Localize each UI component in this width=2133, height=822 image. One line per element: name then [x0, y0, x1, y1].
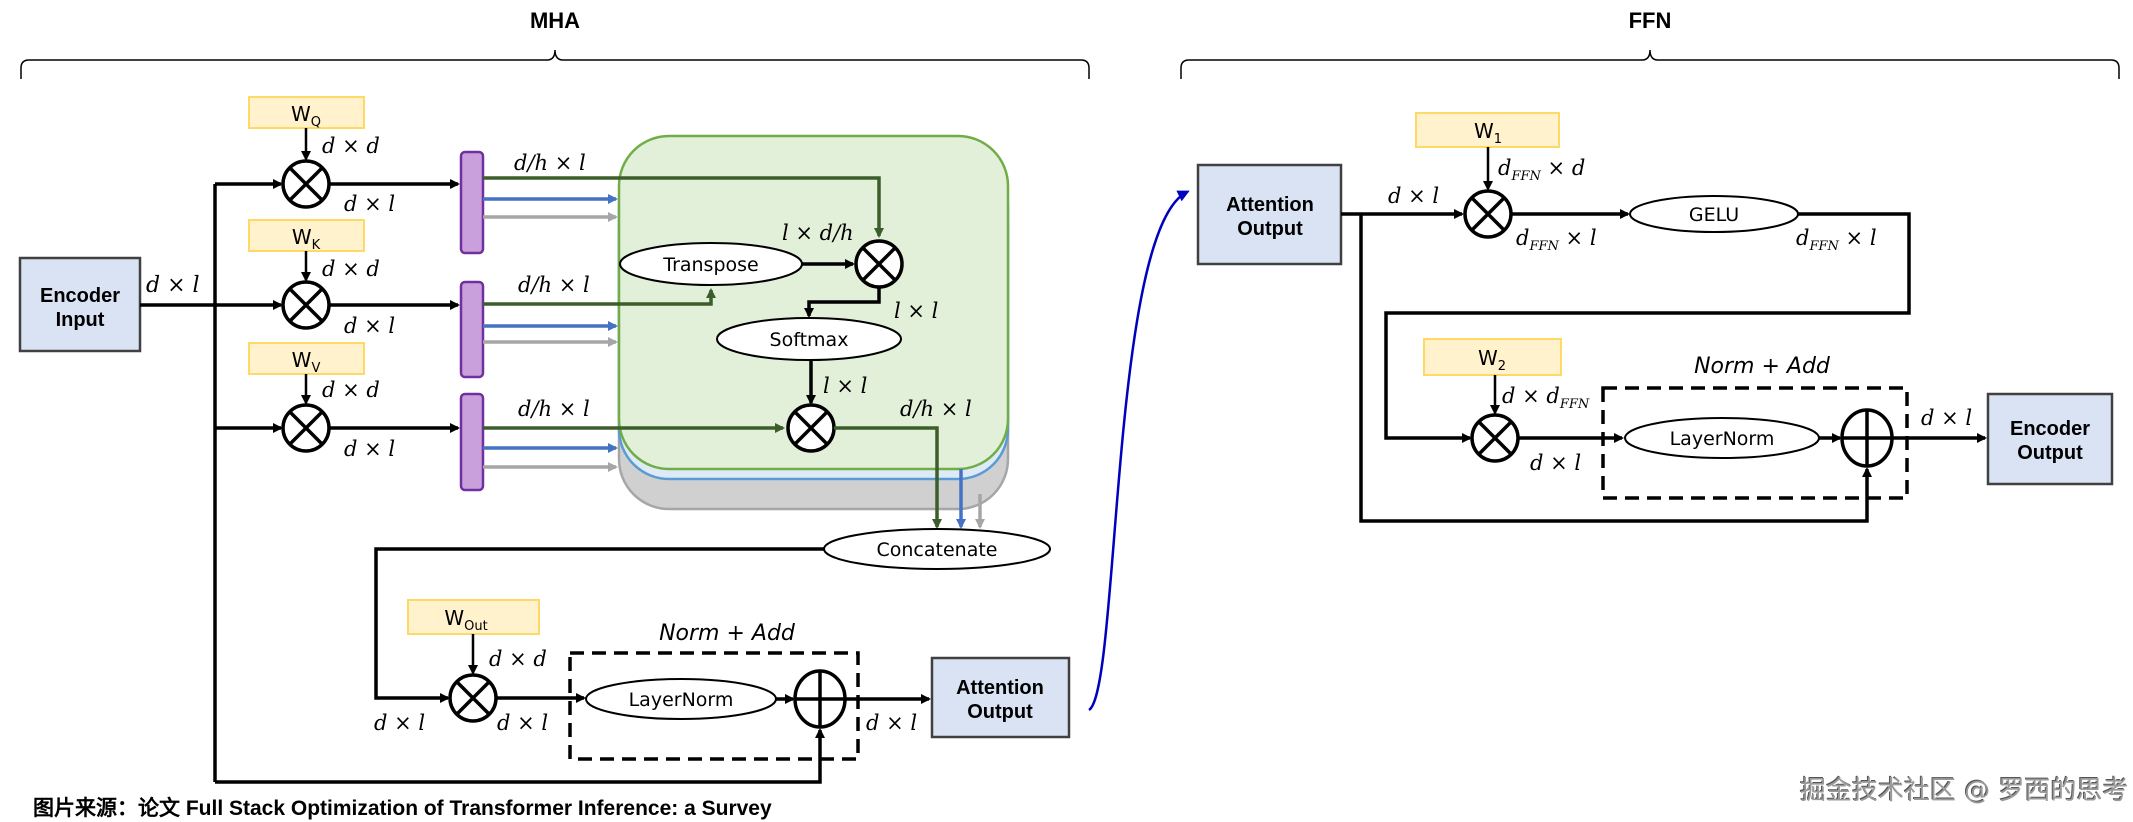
out-matmul-icon	[448, 673, 498, 723]
svg-text:Attention: Attention	[956, 677, 1044, 699]
figure-caption: 图片来源：论文 Full Stack Optimization of Trans…	[33, 797, 772, 820]
k-head-split-bar	[459, 280, 485, 379]
w1-box: W1	[1415, 112, 1560, 148]
svg-text:Concatenate: Concatenate	[877, 539, 998, 561]
softmax-node: Softmax	[716, 317, 902, 361]
input-bus	[140, 184, 217, 782]
k-proj-dim: d × l	[344, 314, 395, 338]
ffn-input-dim: d × l	[1388, 184, 1439, 208]
mha-residual-line	[215, 728, 825, 784]
av-dim: d/h × l	[900, 397, 972, 421]
wq-dim: d × d	[322, 134, 380, 158]
ffn-section-title: FFN	[1629, 8, 1672, 33]
svg-text:LayerNorm: LayerNorm	[629, 689, 734, 711]
svg-text:Output: Output	[1237, 218, 1303, 240]
q-head1-line	[483, 176, 884, 238]
qk-dim: l × l	[894, 299, 938, 323]
mha-brace	[20, 49, 1090, 79]
v-matmul-icon	[281, 403, 331, 453]
wv-box: WV	[248, 342, 365, 376]
svg-text:Encoder: Encoder	[2010, 418, 2090, 440]
watermark: 掘金技术社区 @ 罗西的思考	[1800, 776, 2129, 806]
mha-attention-output-box: Attention Output	[930, 656, 1071, 739]
ffn-residual-line	[1359, 214, 1872, 523]
q-head-split-bar	[459, 150, 485, 255]
wv-dim: d × d	[322, 378, 380, 402]
wout-box: WOut	[407, 599, 540, 635]
q-matmul-icon	[281, 159, 331, 209]
wk-dim: d × d	[322, 257, 380, 281]
svg-text:Output: Output	[967, 701, 1033, 723]
concat-to-out-arrow	[374, 547, 824, 703]
ffn-matmul2-icon	[1470, 413, 1520, 463]
encoder-input-box: Encoder Input	[18, 256, 142, 353]
k-head-dim: d/h × l	[518, 273, 590, 297]
wq-box: WQ	[248, 96, 365, 130]
w1-dim: dFFN × d	[1498, 156, 1585, 184]
ffn-brace	[1180, 49, 2120, 79]
out-proj-dim: d × l	[497, 711, 548, 735]
svg-text:GELU: GELU	[1689, 204, 1739, 226]
encoder-input-dim: d × l	[146, 273, 200, 298]
svg-text:Encoder: Encoder	[40, 285, 120, 307]
mha-norm-add-box	[568, 651, 860, 761]
svg-text:Attention: Attention	[1226, 194, 1314, 216]
svg-text:W1: W1	[1474, 119, 1502, 147]
mha-section-title: MHA	[530, 8, 580, 33]
mha-to-ffn-link-arrow	[1088, 190, 1190, 712]
transpose-dim: l × d/h	[782, 221, 854, 245]
q-head-dim: d/h × l	[514, 151, 586, 175]
mha-add-icon	[793, 669, 847, 729]
transpose-node: Transpose	[619, 242, 803, 286]
encoder-output-box: Encoder Output	[1986, 392, 2114, 486]
mm2-out-dim: d × l	[1530, 451, 1581, 475]
ffn-matmul1-icon	[1463, 189, 1513, 239]
ffn-attention-output-box: Attention Output	[1196, 163, 1343, 266]
ffn-norm-add-title: Norm + Add	[1694, 354, 1831, 379]
ffn-norm-add-box	[1601, 386, 1909, 500]
out-in-dim: d × l	[374, 711, 425, 735]
qk-matmul-icon	[854, 239, 904, 289]
w2-box: W2	[1423, 338, 1562, 376]
mm1-out-dim: dFFN × l	[1516, 226, 1597, 254]
v-head-split-bar	[459, 392, 485, 492]
v-head-dim: d/h × l	[518, 397, 590, 421]
svg-text:Input: Input	[56, 309, 105, 331]
qk-to-softmax-arrow	[804, 287, 881, 318]
q-proj-dim: d × l	[344, 192, 395, 216]
norm-out-dim: d × l	[866, 711, 917, 735]
ffn-layernorm-node: LayerNorm	[1624, 417, 1820, 459]
v-proj-dim: d × l	[344, 437, 395, 461]
svg-text:W2: W2	[1478, 346, 1506, 374]
wout-dim: d × d	[489, 647, 547, 671]
head1-to-concat-line	[834, 426, 942, 529]
svg-text:WQ: WQ	[291, 102, 321, 130]
svg-text:WV: WV	[292, 348, 321, 376]
k-head1-line	[483, 288, 716, 306]
w2-dim: d × dFFN	[1502, 384, 1590, 412]
softmax-dim: l × l	[823, 374, 867, 398]
k-matmul-icon	[281, 280, 331, 330]
svg-text:LayerNorm: LayerNorm	[1670, 428, 1775, 450]
svg-text:Output: Output	[2017, 442, 2083, 464]
svg-text:WOut: WOut	[444, 606, 487, 634]
gelu-to-mm2-line	[1384, 212, 1911, 443]
mha-norm-add-title: Norm + Add	[659, 621, 796, 646]
concatenate-node: Concatenate	[823, 528, 1051, 570]
mha-layernorm-node: LayerNorm	[585, 678, 777, 720]
svg-text:Softmax: Softmax	[770, 329, 849, 351]
gelu-out-dim: dFFN × l	[1796, 226, 1877, 254]
gelu-node: GELU	[1629, 195, 1799, 233]
svg-text:Transpose: Transpose	[662, 254, 758, 276]
ffn-out-dim: d × l	[1921, 406, 1972, 430]
svg-text:WK: WK	[292, 225, 321, 253]
av-matmul-icon	[786, 403, 836, 453]
ffn-add-icon	[1840, 408, 1894, 468]
wk-box: WK	[248, 219, 365, 253]
